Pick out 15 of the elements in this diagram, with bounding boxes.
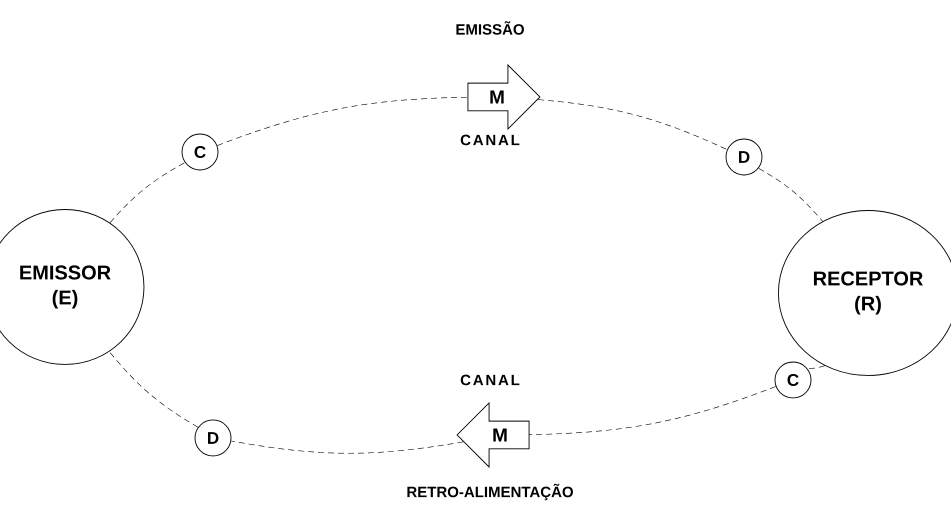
dashed-connector — [110, 162, 186, 224]
dashed-connector — [758, 168, 823, 222]
text-label: CANAL — [460, 374, 520, 386]
circle-node: C — [774, 362, 812, 398]
dashed-connector — [216, 96, 468, 146]
text-label: EMISSÃO — [456, 21, 524, 35]
dashed-connector — [230, 440, 464, 454]
circle-node: C — [182, 134, 218, 170]
dashed-connector — [529, 386, 776, 435]
dashed-connector — [109, 351, 198, 428]
text-label: RETRO-ALIMENTAÇÃO — [407, 484, 573, 500]
dashed-connector — [538, 99, 728, 150]
dashed-connector — [807, 365, 825, 369]
circle-node: D — [726, 138, 762, 176]
circle-node: D — [194, 420, 232, 456]
